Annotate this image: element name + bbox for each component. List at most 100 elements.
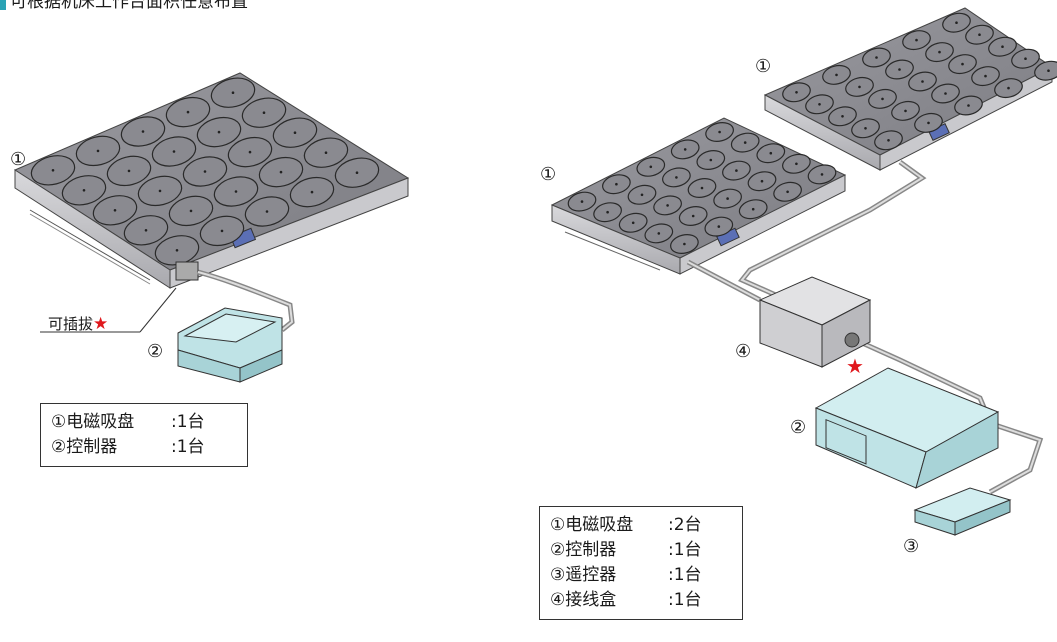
pole-center-dot: [887, 139, 890, 142]
pole-center-dot: [217, 130, 221, 134]
right-top-chuck-poles: [782, 12, 1057, 151]
pole-center-dot: [234, 190, 238, 193]
right-chuck-top: [763, 7, 1057, 171]
pole-center-dot: [203, 170, 207, 173]
pole-center-dot: [248, 150, 252, 154]
legend-item-name: ②控制器: [51, 437, 118, 457]
star-icon: ★: [846, 354, 864, 378]
label-chuck-top: ①: [755, 56, 772, 77]
right-bottom-chuck-poles: [567, 122, 837, 254]
remote-control: [913, 487, 1012, 536]
pole-center-dot: [310, 190, 314, 194]
pole-center-dot: [649, 165, 653, 169]
legend-item-qty: :1台: [668, 590, 702, 610]
pole-center-dot: [881, 97, 884, 101]
legend-item-qty: :1台: [171, 437, 205, 457]
pole-center-dot: [967, 104, 970, 107]
pole-center-dot: [51, 169, 55, 172]
page-heading: 可根据机床工作台面积任意布置: [0, 0, 248, 12]
pole-center-dot: [864, 127, 867, 130]
pole-center-dot: [220, 229, 224, 233]
pole-center-dot: [675, 176, 678, 179]
left-cable: [40, 261, 295, 333]
pole-center-dot: [944, 92, 947, 95]
pole-center-dot: [172, 150, 176, 153]
pole-center-dot: [898, 68, 901, 71]
pole-center-dot: [709, 158, 713, 162]
pole-center-dot: [769, 151, 773, 155]
pole-center-dot: [175, 249, 179, 252]
pole-center-dot: [683, 242, 686, 246]
right-controller: [814, 367, 1000, 489]
pole-center-dot: [795, 91, 798, 94]
legend-item-qty: :2台: [668, 515, 702, 535]
pole-center-dot: [189, 209, 193, 213]
legend-row: ①电磁吸盘 :1台: [51, 410, 235, 435]
pole-center-dot: [751, 207, 755, 211]
legend-row: ①电磁吸盘 :2台: [550, 513, 730, 538]
pole-center-dot: [691, 214, 695, 218]
pole-center-dot: [735, 169, 738, 172]
legend-item-qty: :1台: [668, 565, 702, 585]
pole-center-dot: [961, 62, 964, 66]
pole-center-dot: [657, 232, 661, 235]
pole-center-dot: [158, 189, 162, 193]
pole-center-dot: [144, 229, 148, 232]
pole-center-dot: [141, 130, 145, 133]
label-chuck: ①: [10, 149, 27, 170]
label-junction-box: ④: [735, 341, 752, 362]
label-controller: ②: [147, 341, 164, 362]
pole-center-dot: [186, 110, 190, 114]
pole-center-dot: [743, 141, 747, 144]
pluggable-text: 可插拔: [48, 315, 94, 333]
right-legend: ①电磁吸盘 :2台 ②控制器 :1台 ③遥控器 :1台 ④接线盒 :1台: [539, 506, 743, 620]
pole-center-dot: [279, 170, 283, 174]
pole-center-dot: [1047, 69, 1050, 72]
pole-center-dot: [293, 131, 297, 134]
pole-center-dot: [820, 173, 824, 176]
pole-center-dot: [615, 182, 618, 186]
legend-item-name: ①电磁吸盘: [51, 412, 135, 432]
pole-center-dot: [904, 109, 907, 113]
pole-center-dot: [786, 190, 789, 194]
pole-center-dot: [355, 171, 359, 174]
legend-item-name: ②控制器: [550, 540, 617, 560]
pole-center-dot: [640, 193, 644, 197]
pole-center-dot: [683, 148, 687, 151]
pole-center-dot: [231, 91, 235, 94]
legend-item-name: ①电磁吸盘: [550, 515, 634, 535]
pole-center-dot: [841, 115, 844, 118]
legend-item-name: ④接线盒: [550, 590, 617, 610]
pole-center-dot: [113, 209, 117, 212]
legend-item-qty: :1台: [668, 540, 702, 560]
pole-center-dot: [795, 162, 798, 166]
pole-center-dot: [700, 186, 704, 190]
heading-accent-bar: [0, 0, 6, 10]
pluggable-label: 可插拔★: [48, 315, 108, 333]
legend-row: ②控制器 :1台: [550, 538, 730, 563]
left-chuck: [13, 72, 410, 289]
pole-center-dot: [324, 151, 328, 154]
pole-center-dot: [262, 111, 266, 114]
pole-center-dot: [1024, 57, 1027, 60]
pole-center-dot: [717, 225, 721, 228]
left-controller: [177, 307, 283, 383]
pole-center-dot: [858, 85, 861, 89]
pole-center-dot: [265, 210, 269, 213]
pole-center-dot: [96, 149, 100, 153]
label-remote: ③: [903, 536, 920, 557]
pole-center-dot: [82, 189, 86, 192]
pole-center-dot: [1001, 45, 1004, 48]
legend-row: ③遥控器 :1台: [550, 563, 730, 588]
left-chuck-poles: [30, 77, 380, 266]
heading-text: 可根据机床工作台面积任意布置: [10, 0, 248, 12]
pole-center-dot: [580, 200, 584, 203]
right-cables: [686, 159, 1044, 495]
right-chuck-bottom: [550, 117, 847, 275]
left-legend: ①电磁吸盘 :1台 ②控制器 :1台: [40, 403, 248, 467]
pole-center-dot: [938, 50, 941, 54]
legend-item-name: ③遥控器: [550, 565, 617, 585]
junction-box: [758, 276, 872, 368]
